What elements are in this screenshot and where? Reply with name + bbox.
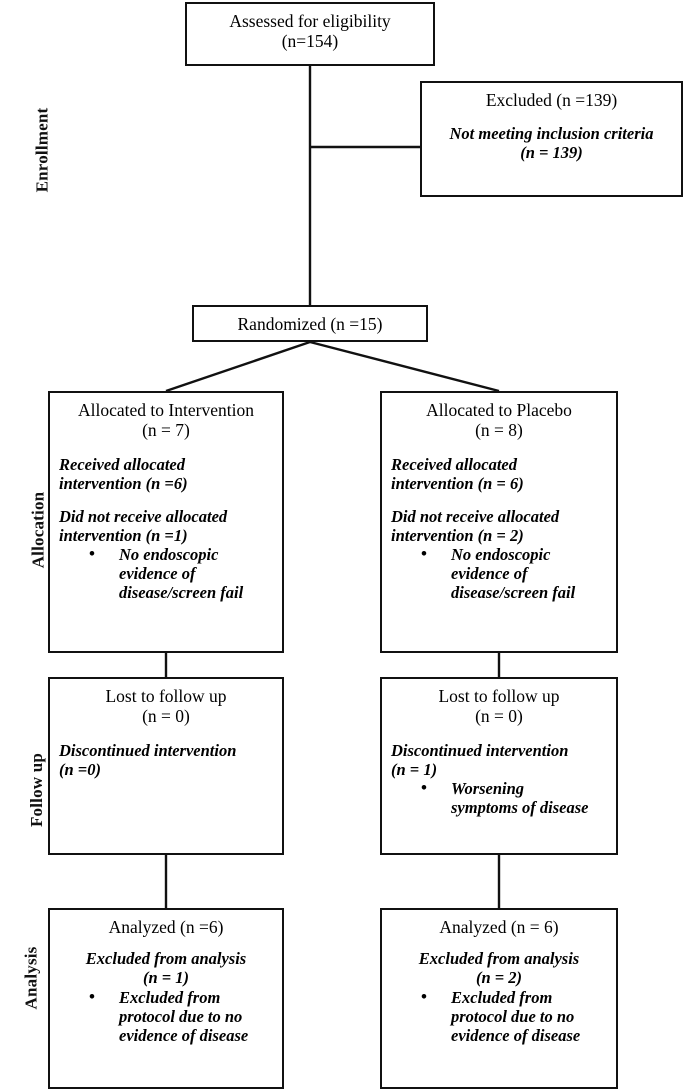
box-excluded: Excluded (n =139) Not meeting inclusion … — [420, 81, 683, 197]
box-excluded-title: Excluded (n =139) — [485, 90, 618, 110]
box-followup-intervention-note: Discontinued intervention (n =0) — [59, 740, 237, 779]
box-followup-placebo-bullets: Worsening symptoms of disease — [391, 778, 607, 817]
box-analysis-placebo-title: Analyzed (n = 6) — [439, 917, 559, 937]
box-allocated-intervention-received: Received allocated intervention (n =6) — [59, 454, 188, 493]
stage-label-analysis-text: Analysis — [21, 946, 41, 1010]
stage-label-enrollment-text: Enrollment — [32, 107, 52, 193]
stage-label-analysis: Analysis — [0, 946, 41, 1009]
box-allocated-intervention-title: Allocated to Intervention (n = 7) — [78, 400, 254, 441]
box-allocated-placebo-received: Received allocated intervention (n = 6) — [391, 454, 524, 493]
box-allocated-intervention-bullets: No endoscopic evidence of disease/screen… — [59, 544, 273, 602]
box-allocated-placebo-bullets: No endoscopic evidence of disease/screen… — [391, 544, 607, 602]
stage-label-allocation-text: Allocation — [28, 491, 48, 569]
connector-randomized-to-intervention — [165, 340, 311, 393]
box-allocated-placebo-title: Allocated to Placebo (n = 8) — [426, 400, 572, 441]
box-assessed-for-eligibility-title: Assessed for eligibility (n=154) — [229, 11, 391, 52]
box-followup-placebo: Lost to follow up (n = 0) Discontinued i… — [380, 677, 618, 855]
list-item: Excluded from protocol due to no evidenc… — [89, 987, 273, 1045]
box-randomized-title: Randomized (n =15) — [237, 314, 383, 334]
box-analysis-intervention-title: Analyzed (n =6) — [108, 917, 224, 937]
list-item: Worsening symptoms of disease — [421, 778, 607, 817]
list-item: Excluded from protocol due to no evidenc… — [421, 987, 607, 1045]
stage-label-allocation: Allocation — [0, 492, 47, 569]
box-allocated-placebo-not-received: Did not receive allocated intervention (… — [391, 506, 560, 545]
stage-label-followup-text: Follow up — [27, 752, 47, 828]
box-allocated-intervention-not-received: Did not receive allocated intervention (… — [59, 506, 228, 545]
box-followup-intervention-title: Lost to follow up (n = 0) — [105, 686, 227, 727]
box-analysis-intervention-note: Excluded from analysis (n = 1) — [85, 949, 247, 988]
box-followup-placebo-title: Lost to follow up (n = 0) — [438, 686, 560, 727]
box-followup-intervention: Lost to follow up (n = 0) Discontinued i… — [48, 677, 284, 855]
stage-label-enrollment: Enrollment — [0, 108, 51, 193]
connector-randomized-to-placebo — [309, 340, 500, 393]
box-assessed-for-eligibility: Assessed for eligibility (n=154) — [185, 2, 435, 66]
box-analysis-intervention-bullets: Excluded from protocol due to no evidenc… — [59, 987, 273, 1045]
box-excluded-note: Not meeting inclusion criteria (n = 139) — [449, 124, 654, 163]
box-analysis-intervention: Analyzed (n =6) Excluded from analysis (… — [48, 908, 284, 1089]
stage-label-followup: Follow up — [0, 753, 46, 827]
list-item: No endoscopic evidence of disease/screen… — [89, 544, 273, 602]
box-analysis-placebo-note: Excluded from analysis (n = 2) — [418, 949, 580, 988]
list-item: No endoscopic evidence of disease/screen… — [421, 544, 607, 602]
box-analysis-placebo: Analyzed (n = 6) Excluded from analysis … — [380, 908, 618, 1089]
box-analysis-placebo-bullets: Excluded from protocol due to no evidenc… — [391, 987, 607, 1045]
box-allocated-intervention: Allocated to Intervention (n = 7) Receiv… — [48, 391, 284, 653]
box-followup-placebo-note: Discontinued intervention (n = 1) — [391, 740, 569, 779]
box-allocated-placebo: Allocated to Placebo (n = 8) Received al… — [380, 391, 618, 653]
box-randomized: Randomized (n =15) — [192, 305, 428, 342]
